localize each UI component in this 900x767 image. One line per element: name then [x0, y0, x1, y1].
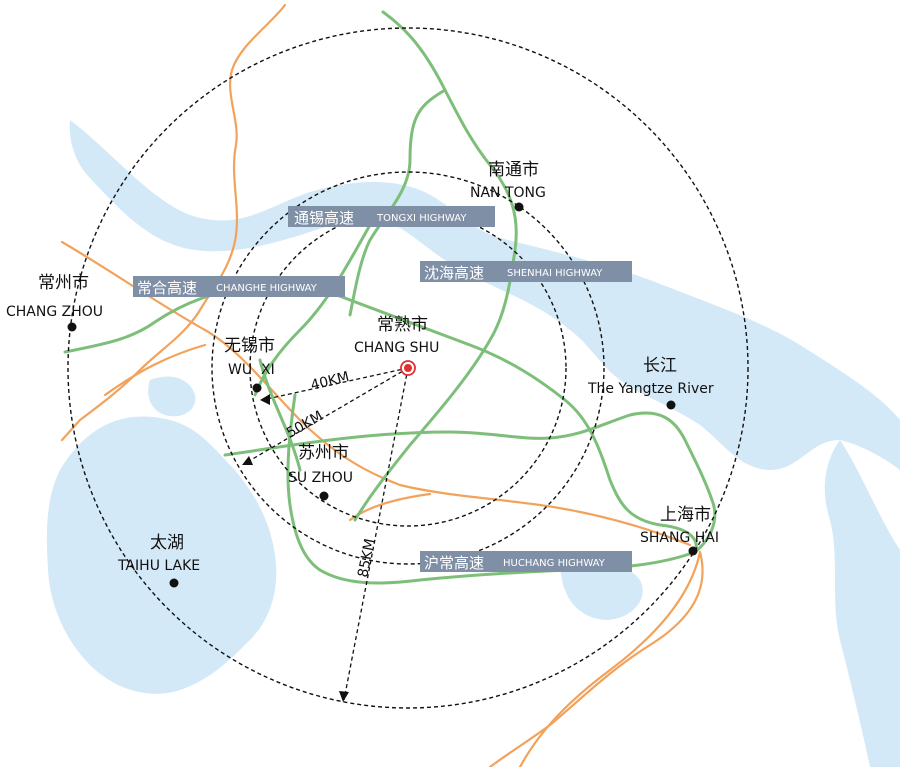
radius-50km-arrow — [242, 456, 253, 465]
yangtze-en: The Yangtze River — [587, 381, 714, 397]
radius-40km-line — [261, 367, 409, 401]
yangtze-river — [69, 120, 900, 470]
changhe-cn: 常合高速 — [137, 279, 197, 297]
water-layer — [46, 120, 900, 767]
taihu-cn: 太湖 — [150, 533, 184, 553]
highway-cross — [223, 411, 717, 554]
huchang-cn: 沪常高速 — [424, 554, 484, 572]
shanghai-en: SHANG HAI — [640, 530, 719, 546]
distance-label-40km: 40KM — [309, 369, 351, 394]
changshu-cn: 常熟市 — [377, 314, 428, 335]
ring-50km — [211, 171, 605, 565]
tongxi-en: TONGXI HIGHWAY — [376, 213, 467, 224]
suzhou-en: SU ZHOU — [288, 470, 353, 486]
radius-lines — [242, 367, 409, 702]
railway-diagonal — [60, 240, 692, 547]
changhe-en: CHANGHE HIGHWAY — [216, 283, 318, 294]
yangtze-cn: 长江 — [643, 356, 677, 376]
shenhai-cn: 沈海高速 — [424, 264, 484, 282]
highway-label-tongxi: 通锡高速 TONGXI HIGHWAY — [288, 206, 495, 227]
small-lake — [560, 558, 643, 620]
taihu-lake-shape — [46, 416, 277, 694]
railway-south — [488, 550, 704, 767]
railway-west — [60, 3, 287, 442]
railway-layer — [60, 3, 704, 767]
wuxi-dot — [252, 383, 262, 393]
radius-40km-arrow — [260, 394, 270, 405]
wuxi-cn: 无锡市 — [224, 336, 275, 356]
changzhou-en: CHANG ZHOU — [6, 304, 103, 320]
radius-85km-arrow — [339, 691, 349, 702]
huchang-en: HUCHANG HIGHWAY — [503, 558, 606, 569]
nantong-dot — [514, 202, 524, 212]
nantong-en: NAN TONG — [470, 185, 546, 201]
shenhai-en: SHENHAI HIGHWAY — [507, 268, 603, 279]
tongxi-cn: 通锡高速 — [294, 209, 354, 227]
ring-85km — [67, 27, 749, 709]
city-markers — [67, 202, 698, 588]
taihu-en: TAIHU LAKE — [117, 558, 200, 574]
highway-wuxi-loop — [258, 358, 302, 472]
changzhou-cn: 常州市 — [38, 273, 89, 293]
shanghai-cn: 上海市 — [660, 505, 711, 525]
highway-north-b — [348, 88, 447, 317]
highway-label-changhe: 常合高速 CHANGHE HIGHWAY — [133, 276, 345, 297]
highway-label-shenhai: 沈海高速 SHENHAI HIGHWAY — [420, 261, 632, 282]
distance-label-85km: 85KM — [355, 537, 378, 578]
city-labels: 南通市 NAN TONG 常州市 CHANG ZHOU 常熟市 CHANG SH… — [6, 160, 719, 574]
wuxi-en: WU XI — [228, 362, 275, 378]
railway-spur — [103, 343, 207, 397]
nantong-cn: 南通市 — [488, 160, 539, 180]
yangtze-dot — [666, 400, 676, 410]
radius-50km-line — [243, 367, 409, 465]
taihu-dot — [169, 578, 179, 588]
changzhou-dot — [67, 322, 77, 332]
highway-tongxi — [253, 223, 372, 397]
river-mouth — [824, 440, 900, 767]
highway-changhe — [63, 282, 698, 554]
highway-layer — [63, 10, 717, 585]
changshu-en: CHANG SHU — [354, 340, 439, 356]
suzhou-dot — [319, 491, 329, 501]
changshu-center-dot — [404, 364, 412, 372]
suzhou-cn: 苏州市 — [298, 443, 349, 463]
railway-south-2 — [518, 550, 702, 767]
distance-label-50km: 50KM — [284, 408, 326, 441]
highway-label-huchang: 沪常高速 HUCHANG HIGHWAY — [420, 551, 632, 572]
small-lake-2 — [148, 376, 196, 417]
radius-85km-line — [343, 367, 409, 701]
shanghai-dot — [688, 546, 698, 556]
